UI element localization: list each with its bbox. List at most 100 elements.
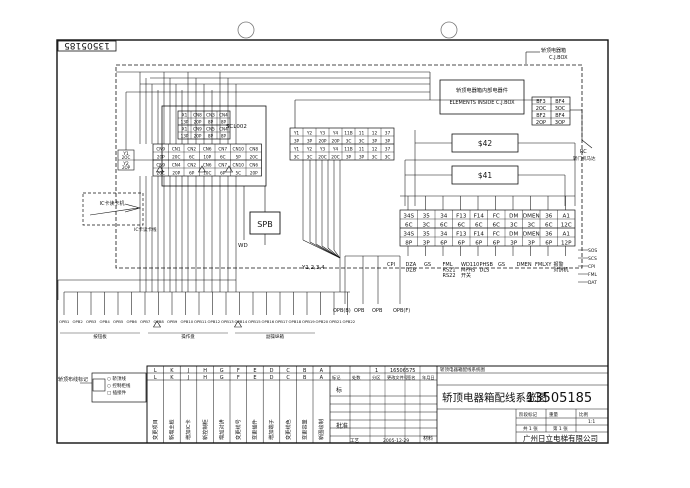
- rev-letter-top: K: [170, 368, 174, 374]
- conn-grid-cell: 34S: [403, 232, 414, 238]
- rev-text: 变更线号: [234, 419, 242, 440]
- tb-row1-title: 轿顶电器箱配线系统图: [440, 366, 485, 373]
- cn-top-cell: 20P: [194, 120, 202, 125]
- title-block: [146, 365, 609, 444]
- lower-left-label: OPB2: [73, 319, 84, 324]
- lower-left-label: OPB14: [235, 319, 248, 324]
- svg-text:2OP: 2OP: [122, 165, 131, 170]
- lower-left-label: OPB20: [316, 319, 329, 324]
- sheet-num: 第 1 张: [553, 425, 568, 432]
- cn-row-cell: 10C: [203, 171, 211, 176]
- bottom-label: DMEN: [517, 262, 532, 268]
- rev-letter-bottom: F: [237, 375, 240, 381]
- bottom-label: DZA: [406, 262, 417, 268]
- legend-caption: 轿顶布线标记: [58, 376, 88, 383]
- rev-letter-top: L: [154, 368, 157, 374]
- y-conn-cell: 3C: [307, 155, 313, 161]
- conn-grid-cell: F14: [474, 232, 485, 238]
- cn-row-cell: 20P: [172, 171, 180, 176]
- rev-text: 新增主板: [168, 418, 176, 440]
- bottom-label: FML: [443, 262, 453, 268]
- wiring-legend-box: 轿顶布线标记 ○ 轿顶线 ○ 控制柜线 □ 插接件: [58, 372, 147, 403]
- rev-text: 变更容量: [300, 419, 308, 440]
- conn-grid-cell: 36: [545, 232, 553, 238]
- drawing-number: 13505185: [526, 391, 592, 406]
- lower-left-label: OPB7: [140, 319, 151, 324]
- lower-left-label: OPB17: [275, 319, 288, 324]
- bottom-label: 对讲机: [554, 267, 569, 274]
- warning-triangle: [233, 320, 243, 328]
- rev-letter-bottom: L: [154, 375, 157, 381]
- right-legend-item: CPI: [588, 264, 595, 270]
- svg-text:BF2: BF2: [536, 113, 546, 119]
- y-conn-cell: Y2: [306, 147, 313, 153]
- rotated-drawing-number: 13505185: [64, 40, 110, 50]
- bottom-label: DLS: [480, 268, 490, 274]
- conn-grid-cell: 3C: [528, 223, 536, 229]
- cn-top-cell: CN8: [193, 113, 202, 118]
- y-conn-cell: 3C: [372, 155, 378, 161]
- cn-row-cell: 20C: [157, 171, 165, 176]
- bottom-label: CPI: [387, 262, 395, 268]
- legend-item-1: ○ 控制柜线: [107, 382, 131, 389]
- rev-letter-bottom: B: [303, 375, 307, 381]
- y-conn-cell: 3C: [294, 155, 300, 161]
- group-label: 副操纵箱: [266, 333, 284, 340]
- conn-grid-cell: 3P: [423, 241, 431, 247]
- cn-top-cell: 20P: [194, 134, 202, 139]
- tb-header: 标记: [332, 374, 341, 381]
- cn-row-cell: CN7: [218, 147, 227, 152]
- svg-text:BF4: BF4: [555, 113, 565, 119]
- svg-text:3OP: 3OP: [555, 120, 565, 126]
- rev-text: 变更线色: [284, 419, 292, 440]
- lower-left-label: OPB9: [167, 319, 178, 324]
- cn-top-cell: 8P: [208, 134, 214, 139]
- rc-label: RC: [580, 149, 587, 155]
- conn-grid-cell: 3C: [510, 223, 518, 229]
- cn-row-cell: CN1: [172, 147, 181, 152]
- ic-wiring-label: IC卡读卡线: [134, 226, 157, 233]
- y-conn-cell: 3C: [359, 139, 365, 145]
- conn-grid-cell: 6C: [493, 223, 501, 229]
- rev-letter-top: G: [220, 368, 224, 374]
- bottom-label: GS: [424, 262, 431, 268]
- y-conn-cell: 3C: [346, 139, 352, 145]
- conn-grid-cell: 6C: [545, 223, 553, 229]
- opb-label: OPB(B): [333, 308, 351, 314]
- y-conn-cell: 3P: [307, 139, 313, 145]
- lower-left-label: OPB6: [127, 319, 138, 324]
- cn-row-cell: CN7: [218, 163, 227, 168]
- right-legend-item: DAT: [588, 280, 597, 286]
- right-cells: 阶段标记重量比例1:1: [519, 411, 595, 425]
- rev-letter-top: A: [320, 368, 324, 374]
- tb-row1-num: 1: [375, 368, 378, 374]
- y-conn-cell: 3P: [346, 155, 352, 161]
- conn-grid-cell: A1: [563, 232, 571, 238]
- rev-text: 新图绘制: [317, 419, 325, 440]
- conn-grid-cell: 6C: [475, 223, 483, 229]
- y-conn-cell: Y3: [319, 131, 326, 137]
- tb-header: 签名: [407, 374, 415, 381]
- svg-text:BF3: BF3: [536, 99, 546, 105]
- tb-right-cell: 重量: [549, 411, 558, 418]
- cn-row-cell: 5C: [235, 171, 241, 176]
- elements-inside-box: [439, 79, 525, 115]
- tb-date-label: 工艺: [350, 438, 359, 444]
- conn-grid-cell: 34: [440, 214, 448, 220]
- cn-row-cell: CN10: [233, 163, 245, 168]
- elements-inside-subtitle: ELEMENTS INSIDE C.J.BOX: [449, 100, 515, 106]
- y-conn-cell: 11B: [344, 147, 352, 153]
- left-connector: Y1 2OC Y2 2OP: [117, 149, 135, 171]
- rev-letter-bottom: D: [270, 375, 274, 381]
- tb-right-val: 1:1: [588, 419, 595, 425]
- svg-text:Y2: Y2: [122, 161, 129, 167]
- cn-row-cell: CN2: [187, 147, 196, 152]
- punch-hole: [237, 21, 255, 39]
- svg-text:2OC: 2OC: [122, 155, 131, 160]
- car-box-dashed-border: [115, 64, 583, 269]
- warning-triangle: [224, 165, 234, 173]
